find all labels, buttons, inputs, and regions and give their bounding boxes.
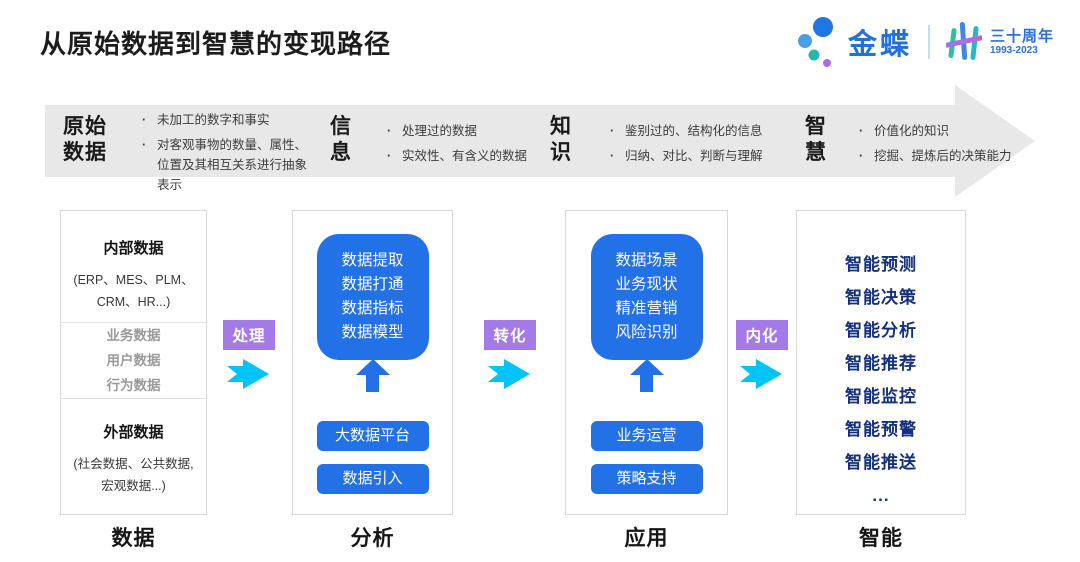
stage-bullet: 对客观事物的数量、属性、位置及其相互关系进行抽象表示 (140, 135, 318, 195)
capability-line: 业务现状 (615, 276, 678, 293)
business-operation-pill: 业务运营 (590, 421, 703, 451)
list-item: 智能预测 (845, 255, 917, 274)
right-arrow-icon (227, 359, 269, 389)
capability-line: 数据指标 (341, 300, 404, 317)
list-item: 智能分析 (845, 321, 917, 340)
page-title: 从原始数据到智慧的变现路径 (40, 29, 392, 59)
stage-raw-data: 原始数据 未加工的数字和事实 对客观事物的数量、属性、位置及其相互关系进行抽象表… (45, 85, 335, 207)
connector-process: 处理 (220, 320, 278, 389)
transform-badge: 转化 (484, 320, 536, 350)
column-application: 数据场景 业务现状 精准营销 风险识别 业务运营 策略支持 (565, 210, 728, 515)
capability-line: 数据提取 (341, 252, 404, 269)
list-item: ... (872, 486, 890, 505)
capability-line: 精准营销 (615, 300, 678, 317)
stage-bullet: 未加工的数字和事实 (140, 110, 318, 130)
anniversary-years: 1993-2023 (989, 44, 1038, 56)
dikw-banner: 原始数据 未加工的数字和事实 对客观事物的数量、属性、位置及其相互关系进行抽象表… (45, 85, 1040, 207)
stage-wisdom: 智慧 价值化的知识 挖掘、提炼后的决策能力 (805, 85, 1040, 207)
section-internal-data: 内部数据 (ERP、MES、PLM、CRM、HR...) (61, 211, 206, 322)
stage-name: 原始数据 (63, 114, 107, 166)
section-data-types: 业务数据 用户数据 行为数据 (61, 322, 206, 399)
stage-name: 知识 (550, 114, 572, 166)
data-import-pill: 数据引入 (316, 464, 429, 494)
stage-bullet: 归纳、对比、判断与理解 (608, 146, 803, 166)
stage-name-line: 息 (330, 141, 352, 164)
section-title: 内部数据 (103, 240, 164, 257)
capability-line: 风险识别 (615, 324, 678, 341)
up-arrow-icon (629, 359, 664, 392)
stage-name-line: 原始 (63, 115, 107, 138)
logo-dots-icon (797, 17, 833, 67)
anniversary-text: 三十周年 1993-2023 (990, 28, 1054, 57)
list-item: 智能决策 (845, 288, 917, 307)
connector-transform: 转化 (481, 320, 539, 389)
stage-name-line: 数据 (63, 141, 107, 164)
stage-bullet: 挖掘、提炼后的决策能力 (857, 146, 1037, 166)
stage-bullet: 鉴别过的、结构化的信息 (608, 121, 803, 141)
list-item: 业务数据 (106, 328, 161, 343)
capability-line: 数据打通 (341, 276, 404, 293)
right-arrow-icon (488, 359, 530, 389)
stage-name-line: 识 (550, 141, 572, 164)
bigdata-platform-pill: 大数据平台 (316, 421, 429, 451)
section-external-data: 外部数据 (社会数据、公共数据, 宏观数据...) (61, 399, 206, 514)
stage-name-line: 智 (805, 115, 827, 138)
stage-bullet: 处理过的数据 (385, 121, 560, 141)
section-note: (ERP、MES、PLM、CRM、HR...) (73, 273, 194, 309)
list-item: 智能推荐 (845, 354, 917, 373)
anniversary-label: 三十周年 (989, 27, 1054, 45)
stage-name: 信息 (330, 114, 352, 166)
column-label-analysis: 分析 (350, 527, 395, 550)
column-data: 内部数据 (ERP、MES、PLM、CRM、HR...) 业务数据 用户数据 行… (60, 210, 207, 515)
stage-name-line: 慧 (805, 141, 827, 164)
section-note: (社会数据、公共数据, 宏观数据...) (73, 457, 194, 493)
stage-bullet: 价值化的知识 (857, 121, 1037, 141)
stage-name: 智慧 (805, 114, 827, 166)
logo-divider (927, 25, 930, 59)
smart-capability-list: 智能预测 智能决策 智能分析 智能推荐 智能监控 智能预警 智能推送 ... (797, 211, 965, 512)
list-item: 智能监控 (845, 387, 917, 406)
column-label-intelligence: 智能 (859, 527, 903, 550)
stage-name-line: 信 (330, 115, 352, 138)
list-item: 行为数据 (106, 378, 161, 393)
capability-box: 数据提取 数据打通 数据指标 数据模型 (316, 234, 429, 360)
internalize-badge: 内化 (736, 320, 788, 350)
column-analysis: 数据提取 数据打通 数据指标 数据模型 大数据平台 数据引入 (292, 210, 453, 515)
column-intelligence: 智能预测 智能决策 智能分析 智能推荐 智能监控 智能预警 智能推送 ... (796, 210, 966, 515)
column-label-application: 应用 (624, 527, 669, 550)
process-badge: 处理 (223, 320, 275, 350)
stage-name-line: 知 (550, 115, 572, 138)
up-arrow-icon (355, 359, 390, 392)
capability-line: 数据模型 (341, 324, 404, 341)
anniversary-mark-icon (945, 22, 982, 60)
column-label-data: 数据 (111, 527, 156, 550)
brand-name: 金蝶 (847, 29, 912, 61)
stage-bullet: 实效性、有含义的数据 (385, 146, 560, 166)
list-item: 智能推送 (845, 453, 917, 472)
capability-box: 数据场景 业务现状 精准营销 风险识别 (590, 234, 703, 360)
list-item: 用户数据 (106, 353, 161, 368)
right-arrow-icon (740, 359, 782, 389)
strategy-support-pill: 策略支持 (590, 464, 703, 494)
connector-internalize: 内化 (733, 320, 791, 389)
capability-line: 数据场景 (615, 252, 678, 269)
list-item: 智能预警 (845, 420, 917, 439)
section-title: 外部数据 (103, 424, 164, 441)
stage-information: 信息 处理过的数据 实效性、有含义的数据 (330, 85, 545, 207)
kingdee-logo: 金蝶 三十周年 1993-2023 (797, 16, 1054, 68)
stage-knowledge: 知识 鉴别过的、结构化的信息 归纳、对比、判断与理解 (550, 85, 780, 207)
